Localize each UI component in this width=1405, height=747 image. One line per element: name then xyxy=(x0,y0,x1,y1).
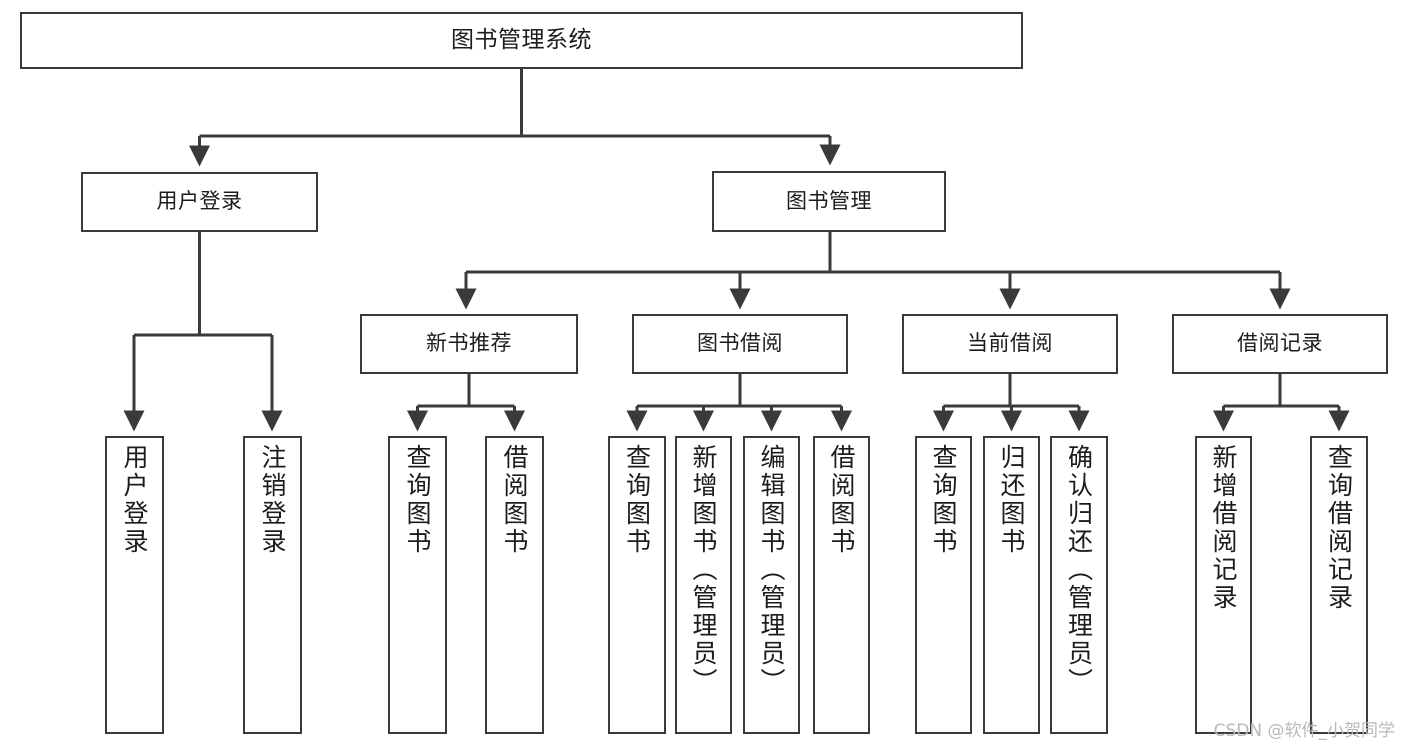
leaf-logout[interactable]: 注销登录 xyxy=(243,436,302,734)
leaf-add-book-admin[interactable]: 新增图书（管理员） xyxy=(675,436,732,734)
node-book-borrowing[interactable]: 图书借阅 xyxy=(632,314,848,374)
node-new-book-recommendation[interactable]: 新书推荐 xyxy=(360,314,578,374)
node-user-login[interactable]: 用户登录 xyxy=(81,172,318,232)
node-label: 新书推荐 xyxy=(426,331,512,356)
leaf-query-books-new[interactable]: 查询图书 xyxy=(388,436,447,734)
leaf-borrow-books-new[interactable]: 借阅图书 xyxy=(485,436,544,734)
leaf-add-borrow-record[interactable]: 新增借阅记录 xyxy=(1195,436,1252,734)
node-label: 用户登录 xyxy=(120,444,149,556)
node-book-management[interactable]: 图书管理 xyxy=(712,171,946,232)
node-label: 查询图书 xyxy=(403,444,432,556)
node-label: 确认归还（管理员） xyxy=(1064,444,1094,696)
node-label: 借阅记录 xyxy=(1237,331,1323,356)
node-label: 查询借阅记录 xyxy=(1324,444,1354,612)
node-label: 编辑图书（管理员） xyxy=(757,444,786,696)
leaf-query-books-current[interactable]: 查询图书 xyxy=(915,436,972,734)
node-label: 查询图书 xyxy=(622,444,652,556)
node-current-borrowing[interactable]: 当前借阅 xyxy=(902,314,1118,374)
leaf-confirm-return-admin[interactable]: 确认归还（管理员） xyxy=(1050,436,1108,734)
leaf-query-books-borrow[interactable]: 查询图书 xyxy=(608,436,666,734)
leaf-borrow-books[interactable]: 借阅图书 xyxy=(813,436,870,734)
watermark: CSDN @软件_小贺同学 xyxy=(1213,721,1395,741)
node-label: 图书管理 xyxy=(786,188,872,213)
node-label: 新增借阅记录 xyxy=(1209,444,1238,612)
node-root-book-management-system[interactable]: 图书管理系统 xyxy=(20,12,1023,69)
leaf-user-login[interactable]: 用户登录 xyxy=(105,436,164,734)
node-label: 归还图书 xyxy=(997,444,1026,556)
leaf-query-borrow-record[interactable]: 查询借阅记录 xyxy=(1310,436,1368,734)
node-borrow-records[interactable]: 借阅记录 xyxy=(1172,314,1388,374)
leaf-edit-book-admin[interactable]: 编辑图书（管理员） xyxy=(743,436,800,734)
node-label: 用户登录 xyxy=(156,189,243,214)
node-label: 当前借阅 xyxy=(967,331,1053,356)
node-label: 借阅图书 xyxy=(827,444,856,556)
node-label: 图书管理系统 xyxy=(451,27,592,54)
node-label: 查询图书 xyxy=(929,444,958,556)
node-label: 新增图书（管理员） xyxy=(689,444,718,696)
node-label: 借阅图书 xyxy=(500,444,529,556)
leaf-return-books[interactable]: 归还图书 xyxy=(983,436,1040,734)
node-label: 图书借阅 xyxy=(697,331,783,356)
node-label: 注销登录 xyxy=(258,444,287,556)
